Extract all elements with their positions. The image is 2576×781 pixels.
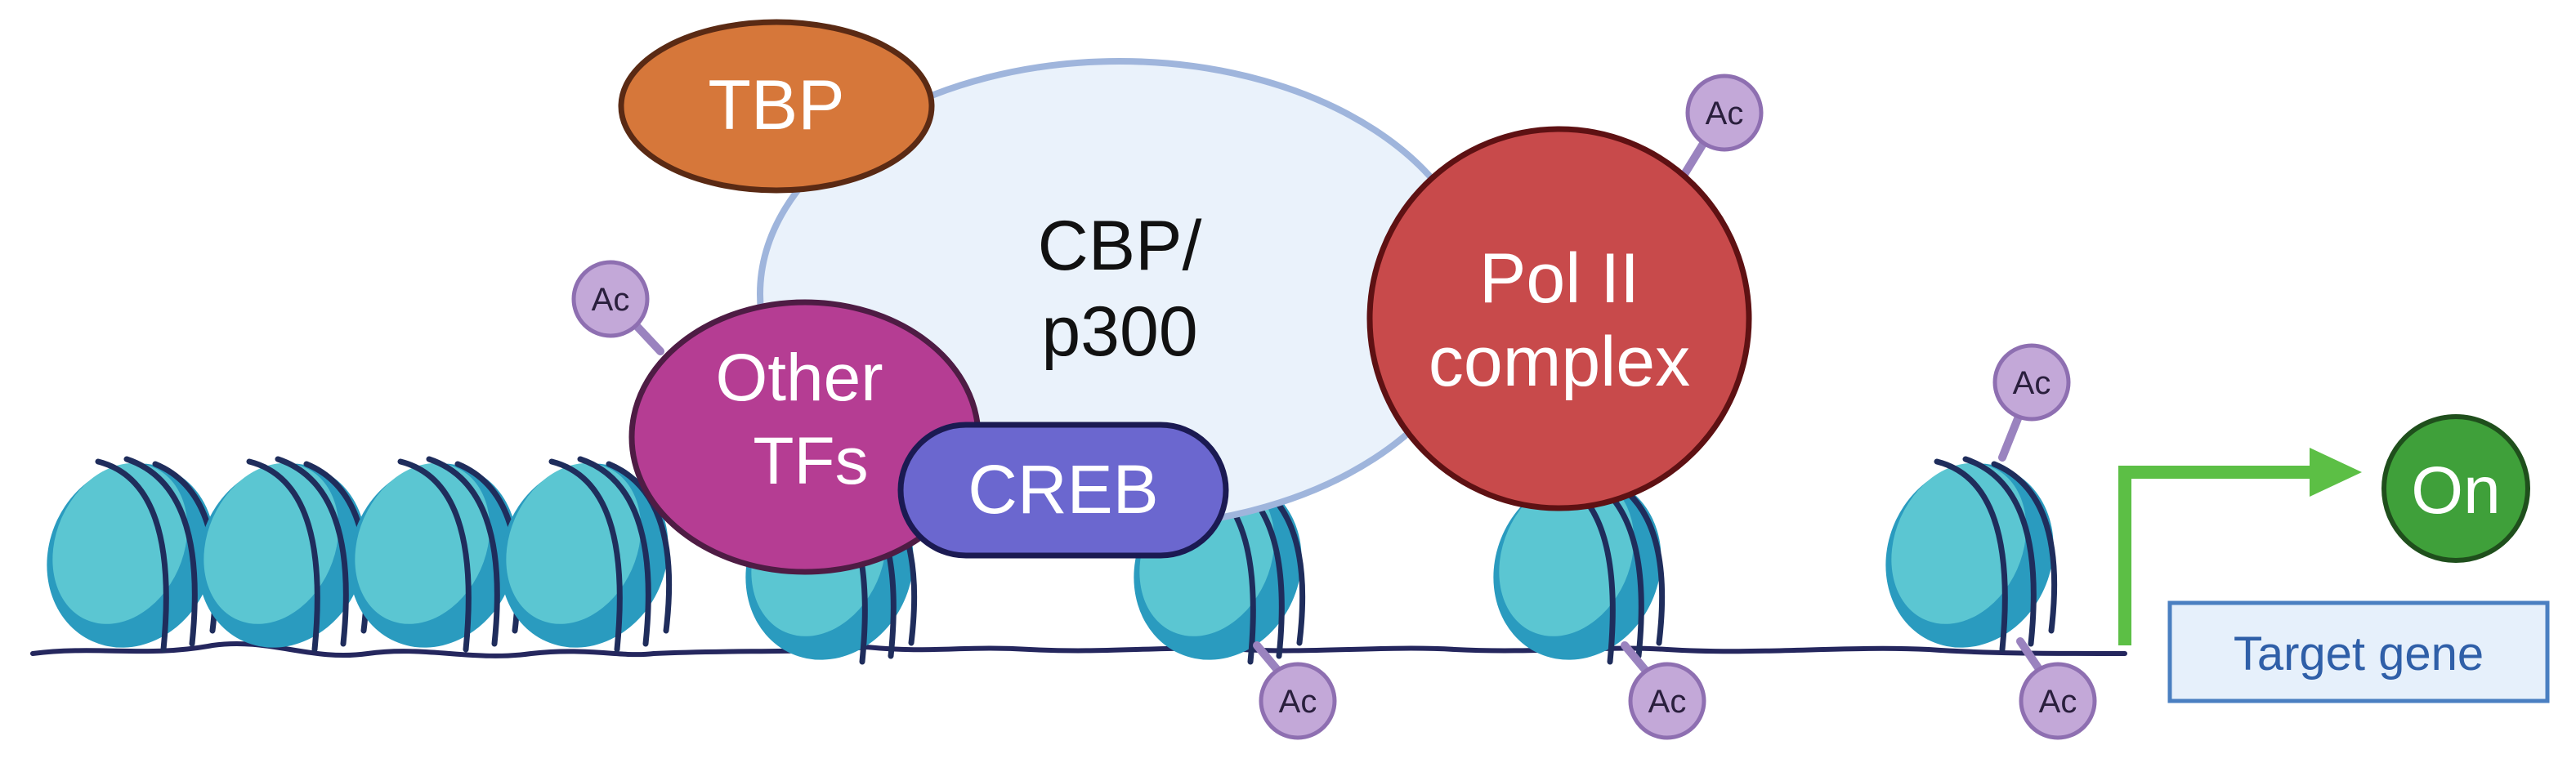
- other-tfs-label-line2: TFs: [753, 424, 868, 498]
- creb-protein: [897, 422, 1229, 559]
- tbp-protein: [618, 19, 935, 194]
- acetyl-label: Ac: [2039, 684, 2077, 720]
- nucleosome-8: [1857, 436, 2082, 674]
- cbp-label-line2: p300: [1041, 292, 1197, 371]
- acetyl-label: Ac: [1648, 684, 1687, 720]
- acetyl-group-nucleosome-8-top: Ac: [1992, 343, 2071, 422]
- acetyl-group-nucleosome-6-bottom: Ac: [1259, 662, 1337, 740]
- cbp-label-line1: CBP/: [1038, 207, 1202, 285]
- pol2-label-line2: complex: [1429, 323, 1690, 401]
- target-gene-box: [2167, 600, 2550, 703]
- acetyl-group-nucleosome-7-bottom: Ac: [1628, 662, 1706, 740]
- creb-label: CREB: [968, 451, 1158, 528]
- pol2-complex: [1366, 126, 1752, 511]
- acetyl-label: Ac: [592, 282, 630, 318]
- acetyl-label: Ac: [1279, 684, 1317, 720]
- pol2-label-line1: Pol II: [1479, 239, 1639, 318]
- target-gene-label: Target gene: [2234, 627, 2484, 681]
- transcription-arrow: [2118, 448, 2362, 645]
- tbp-label: TBP: [708, 66, 844, 145]
- dna-strand: [30, 640, 2127, 658]
- on-badge: [2381, 414, 2530, 563]
- acetyl-group-pol2: Ac: [1685, 74, 1764, 152]
- other-tfs-label-line1: Other: [715, 341, 883, 415]
- acetyl-label: Ac: [2013, 365, 2051, 401]
- acetyl-group-other-tfs: Ac: [571, 260, 650, 338]
- acetyl-label: Ac: [1706, 96, 1744, 132]
- on-label: On: [2411, 453, 2500, 528]
- acetyl-group-nucleosome-8-bottom: Ac: [2019, 662, 2097, 740]
